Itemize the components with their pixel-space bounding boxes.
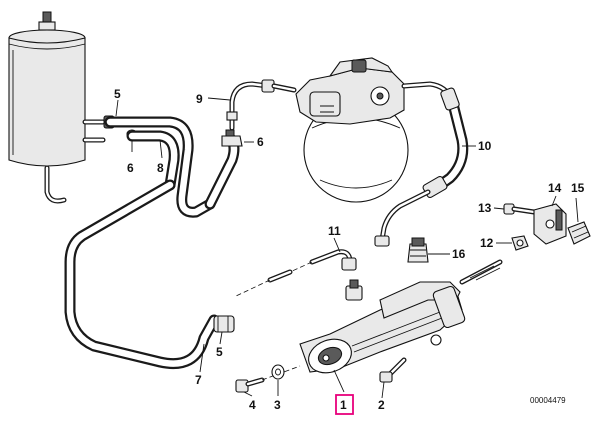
callout-9: 9 xyxy=(196,92,203,106)
callout-1-highlighted: 1 xyxy=(340,398,347,412)
hose-clamp xyxy=(213,315,235,333)
bolt xyxy=(235,365,301,393)
callout-15: 15 xyxy=(571,181,585,195)
callout-16: 16 xyxy=(452,247,466,261)
callout-3: 3 xyxy=(274,398,281,412)
callout-10: 10 xyxy=(478,139,492,153)
highlighted-part-box xyxy=(335,394,354,415)
callout-12: 12 xyxy=(480,236,494,250)
callout-2: 2 xyxy=(378,398,385,412)
bolt-13 xyxy=(503,203,537,215)
connecting-pipe xyxy=(235,249,357,297)
pressure-line xyxy=(226,79,297,131)
hose-clamp xyxy=(221,129,243,147)
callout-6-left: 6 xyxy=(127,161,134,175)
callout-8: 8 xyxy=(157,161,164,175)
callout-labels: 5 6 8 9 6 10 11 16 14 15 13 12 5 7 4 3 2… xyxy=(114,87,585,415)
callout-13: 13 xyxy=(478,201,492,215)
callout-6-right: 6 xyxy=(257,135,264,149)
fluid-reservoir xyxy=(8,11,106,204)
retaining-clip xyxy=(567,221,591,245)
banjo-fitting xyxy=(407,237,429,263)
callout-7: 7 xyxy=(195,373,202,387)
return-hose xyxy=(104,116,216,218)
washer xyxy=(271,364,285,380)
callout-5-bottom: 5 xyxy=(216,345,223,359)
feed-line xyxy=(374,81,469,247)
hydraulic-cylinder xyxy=(299,259,503,374)
mounting-bolt xyxy=(379,357,407,383)
callout-5-top: 5 xyxy=(114,87,121,101)
callout-11: 11 xyxy=(328,224,341,238)
leader-lines xyxy=(115,97,579,399)
lock-nut xyxy=(511,235,529,251)
callout-14: 14 xyxy=(548,181,562,195)
callout-4: 4 xyxy=(249,398,256,412)
pressure-accumulator xyxy=(295,57,409,203)
diagram-reference-number: 00004479 xyxy=(530,396,566,405)
clevis xyxy=(533,203,567,245)
supply-hose xyxy=(64,134,240,369)
